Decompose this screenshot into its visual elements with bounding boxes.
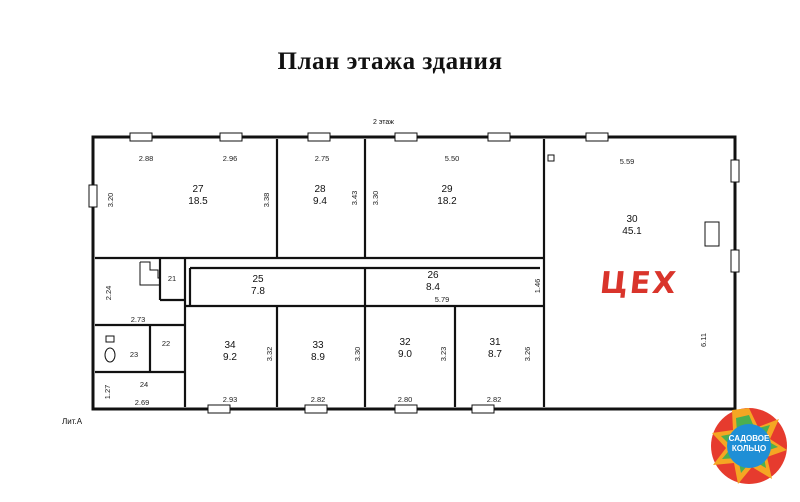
room-25-area: 7.8 xyxy=(251,286,265,297)
interior-walls xyxy=(95,139,546,407)
room-34-number: 34 xyxy=(224,340,236,351)
dim-v-2: 3.38 xyxy=(262,193,271,208)
logo-text: САДОВОЕ КОЛЬЦО xyxy=(715,434,783,454)
dim-top-3: 2.75 xyxy=(315,154,330,163)
dim-bottom-5: 2.82 xyxy=(487,395,502,404)
dim-top-1: 2.88 xyxy=(139,154,154,163)
dim-v-8: 3.26 xyxy=(523,347,532,362)
room-21-number: 21 xyxy=(168,274,176,283)
dim-bottom-4: 2.80 xyxy=(398,395,413,404)
room-29-number: 29 xyxy=(441,184,453,195)
floor-label: 2 этаж xyxy=(373,119,394,126)
dim-v-9: 6.11 xyxy=(699,333,708,347)
room-27-number: 27 xyxy=(192,184,204,195)
logo-line-1: САДОВОЕ xyxy=(728,434,770,443)
room-30-area: 45.1 xyxy=(622,226,642,237)
room-32-number: 32 xyxy=(399,337,411,348)
sadovoe-koltso-logo xyxy=(711,408,787,484)
ceh-annotation: ЦЕХ xyxy=(598,266,680,301)
logo-line-2: КОЛЬЦО xyxy=(731,444,767,453)
room-27-area: 18.5 xyxy=(188,196,208,207)
dim-corridor-3: 2.24 xyxy=(104,286,113,301)
dim-bottom-3: 2.82 xyxy=(311,395,326,404)
dimension-labels: 2.88 2.96 2.75 5.50 5.59 3.20 3.38 3.43 … xyxy=(103,154,708,407)
lit-label: Лит.А xyxy=(62,417,83,426)
dim-v-7: 3.23 xyxy=(439,347,448,362)
room-26-number: 26 xyxy=(427,270,439,281)
fixtures xyxy=(104,154,720,363)
dim-corridor-2: 1.46 xyxy=(533,279,542,294)
dim-top-5: 5.59 xyxy=(620,157,635,166)
dim-top-2: 2.96 xyxy=(223,154,238,163)
room-31-number: 31 xyxy=(489,337,501,348)
room-26-area: 8.4 xyxy=(426,282,440,293)
room-32-area: 9.0 xyxy=(398,349,412,360)
room-29-area: 18.2 xyxy=(437,196,457,207)
room-28-number: 28 xyxy=(314,184,326,195)
dim-v-5: 3.32 xyxy=(265,347,274,362)
room-24-number: 24 xyxy=(140,380,148,389)
dim-bottom-1: 2.69 xyxy=(135,398,150,407)
dim-v-4: 3.30 xyxy=(371,191,380,206)
room-23-number: 23 xyxy=(130,350,138,359)
windows xyxy=(88,132,740,414)
room-34-area: 9.2 xyxy=(223,352,237,363)
room-22-number: 22 xyxy=(162,339,170,348)
room-labels: 27 18.5 28 9.4 29 18.2 30 45.1 25 7.8 26… xyxy=(130,184,642,389)
stairs xyxy=(139,261,160,286)
dim-v-3: 3.43 xyxy=(350,191,359,206)
room-25-number: 25 xyxy=(252,274,264,285)
dim-v-1: 3.20 xyxy=(106,193,115,208)
dim-top-4: 5.50 xyxy=(445,154,460,163)
dim-corridor-4: 2.73 xyxy=(131,315,146,324)
room-33-number: 33 xyxy=(312,340,324,351)
room-30-number: 30 xyxy=(626,214,638,225)
dim-corridor-1: 5.79 xyxy=(435,295,450,304)
dim-v-6: 3.30 xyxy=(353,347,362,362)
room-31-area: 8.7 xyxy=(488,349,502,360)
room-28-area: 9.4 xyxy=(313,196,327,207)
dim-v-10: 1.27 xyxy=(103,385,112,400)
room-33-area: 8.9 xyxy=(311,352,325,363)
dim-bottom-2: 2.93 xyxy=(223,395,238,404)
page-title: План этажа здания xyxy=(277,48,503,75)
